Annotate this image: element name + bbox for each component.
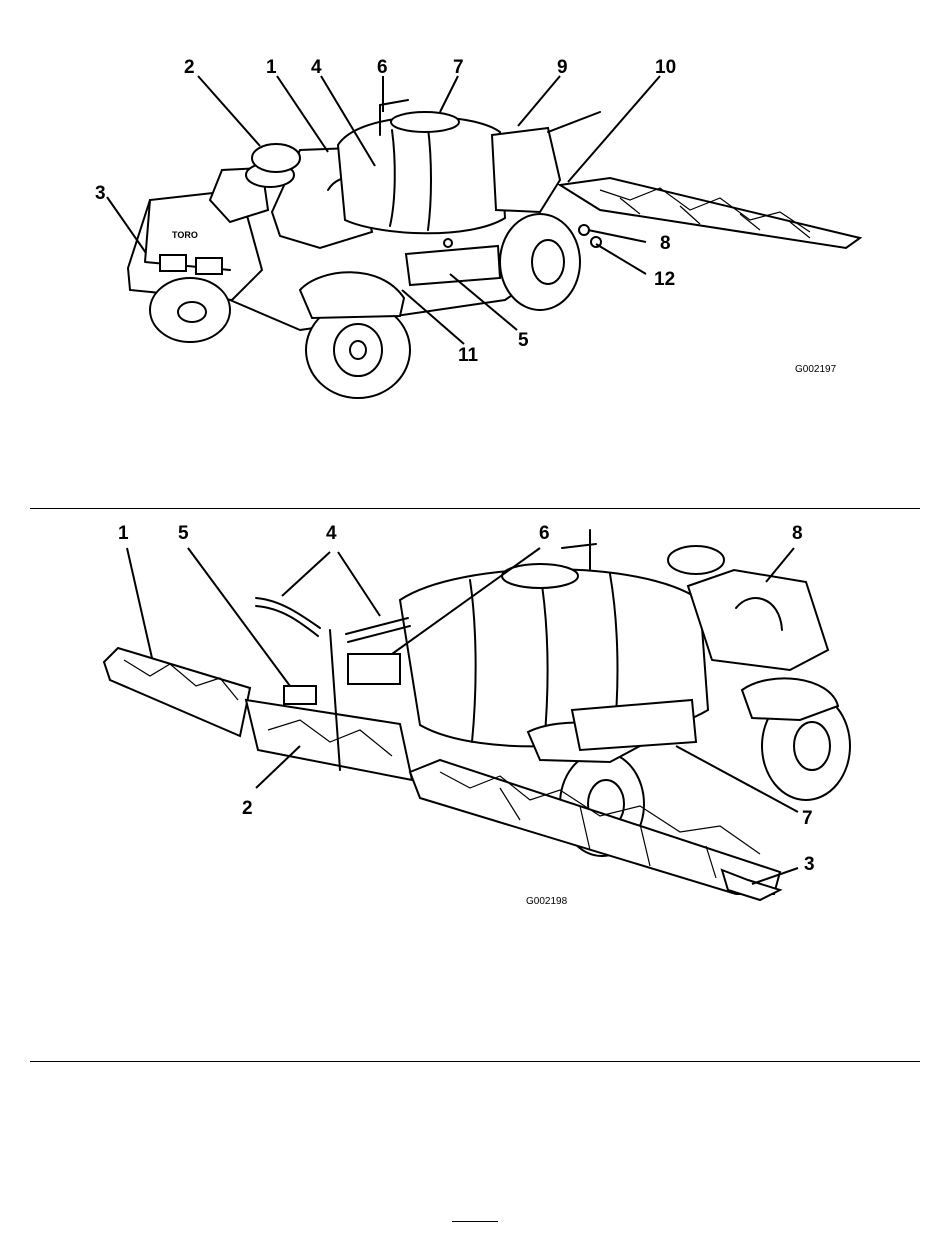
callout-label: 5 xyxy=(518,330,529,351)
callout-label: 9 xyxy=(557,57,568,78)
callout-label: 12 xyxy=(654,269,675,290)
callout-label: 2 xyxy=(184,57,195,78)
section-divider xyxy=(30,508,920,509)
callout-label: 5 xyxy=(178,523,189,544)
callout-label: 7 xyxy=(802,808,813,829)
callout-label: 4 xyxy=(326,523,337,544)
callout-label: 4 xyxy=(311,57,322,78)
figure-1: TORO xyxy=(0,0,950,420)
callout-label: 7 xyxy=(453,57,464,78)
sprayer-vehicle-rear-view: TORO xyxy=(128,100,860,398)
page-number-underline xyxy=(452,1221,498,1222)
callout-label: 3 xyxy=(95,183,106,204)
callout-label: 10 xyxy=(655,57,676,78)
callout-label: 8 xyxy=(792,523,803,544)
callout-label: 8 xyxy=(660,233,671,254)
callout-label: 2 xyxy=(242,798,253,819)
callout-label: 6 xyxy=(377,57,388,78)
figure-2-code: G002198 xyxy=(526,896,568,907)
figure-1-code: G002197 xyxy=(795,364,837,375)
section-divider xyxy=(30,1061,920,1062)
callout-label: 11 xyxy=(458,345,479,366)
figure-1-illustration: TORO xyxy=(0,0,950,420)
figure-2-illustration: 1 5 4 6 8 2 7 3 G002198 xyxy=(0,510,950,1055)
figure-2: 1 5 4 6 8 2 7 3 G002198 xyxy=(0,510,950,1055)
callout-label: 1 xyxy=(118,523,129,544)
callout-label: 1 xyxy=(266,57,277,78)
svg-text:TORO: TORO xyxy=(172,230,198,240)
callout-label: 6 xyxy=(539,523,550,544)
callout-label: 3 xyxy=(804,854,815,875)
